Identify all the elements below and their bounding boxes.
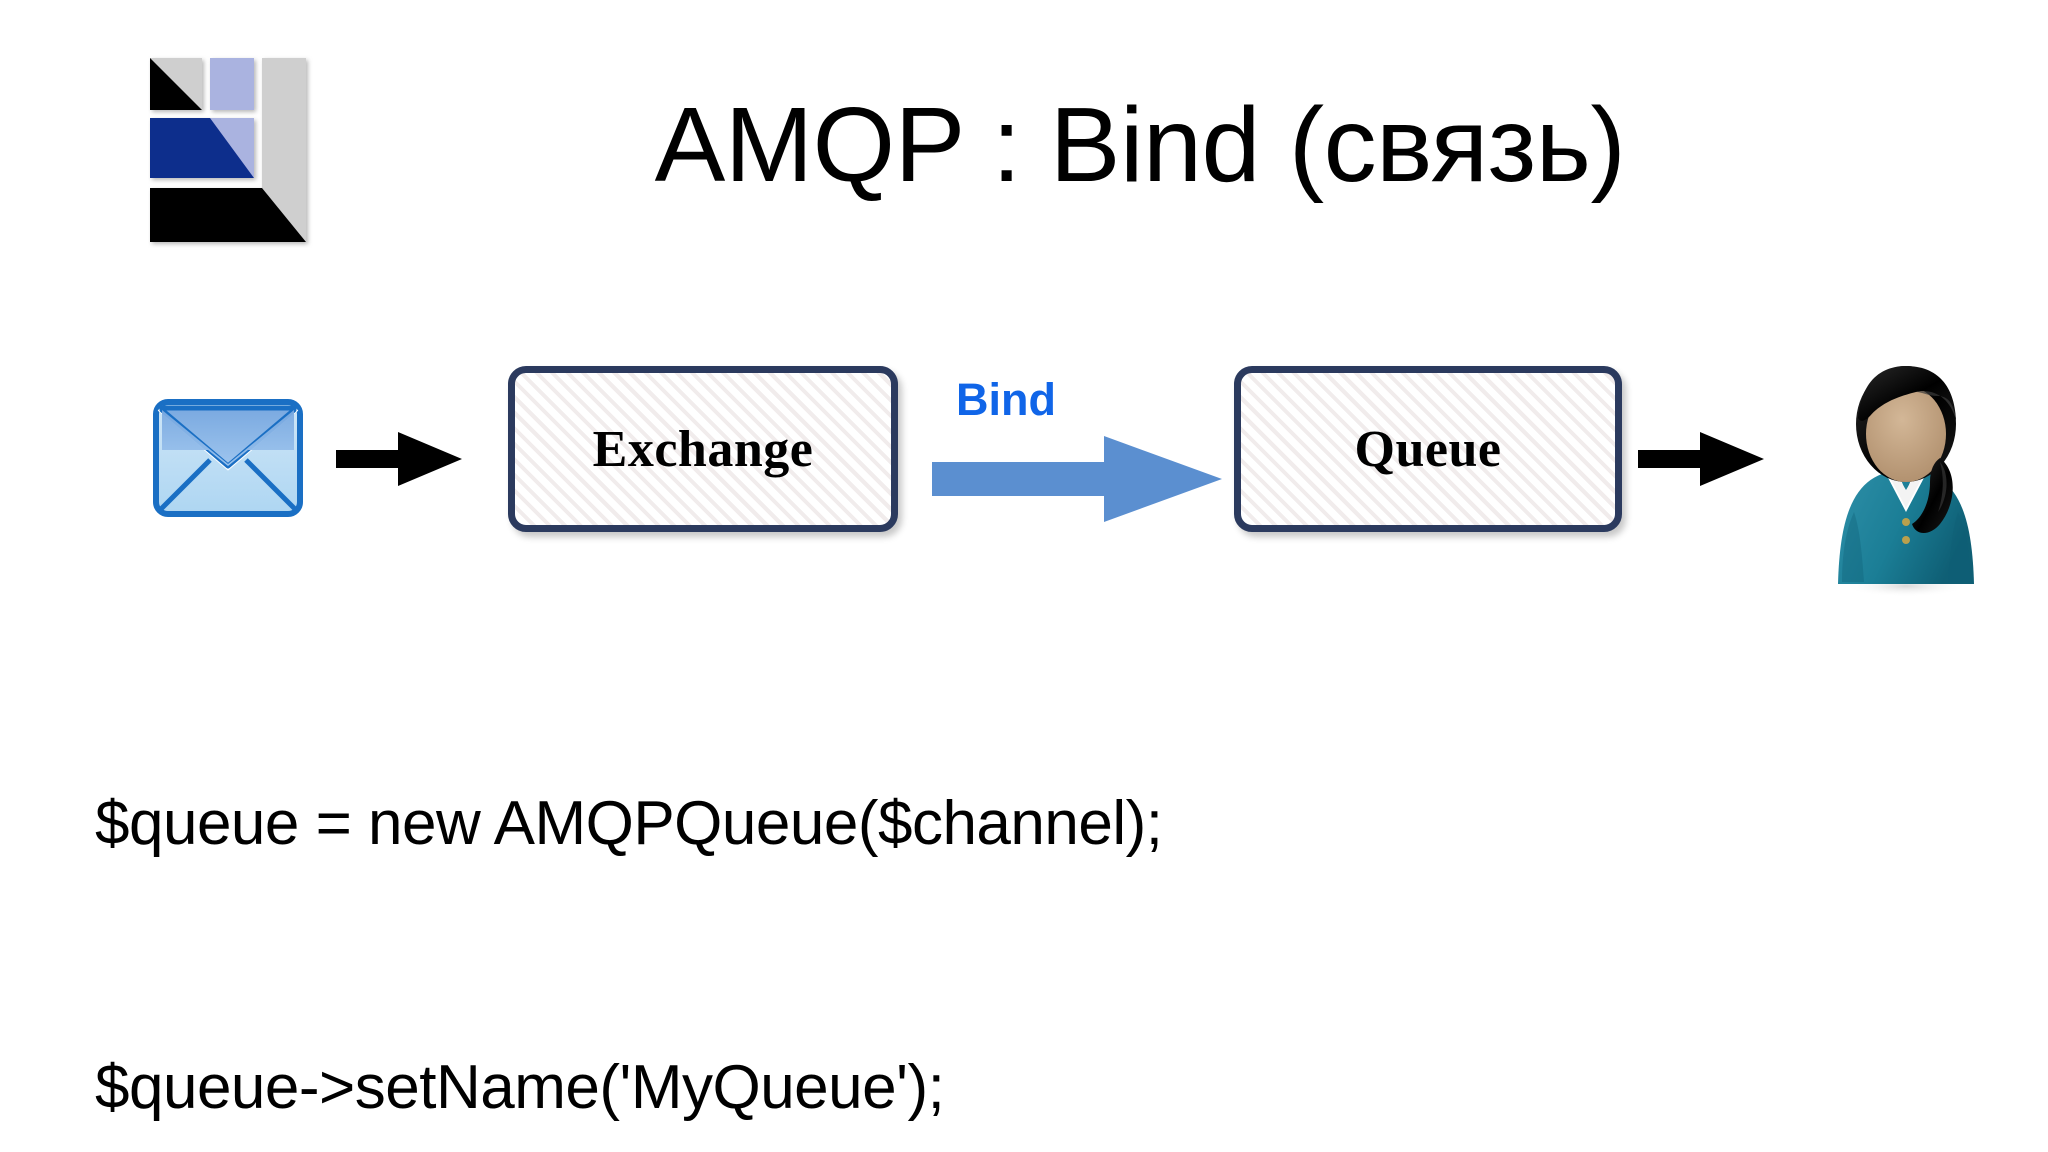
page-title: AMQP : Bind (связь) (654, 86, 1626, 204)
arrow-right-black-icon (1638, 428, 1764, 490)
company-logo (148, 52, 330, 248)
arrow-right-blue-icon (932, 436, 1222, 522)
code-line: $queue->setName('MyQueue'); (95, 1053, 945, 1122)
bind-label: Bind (956, 374, 1056, 425)
code-line: $queue = new AMQPQueue($channel); (95, 789, 1163, 858)
code-block: $queue = new AMQPQueue($channel); $queue… (95, 604, 1163, 1152)
queue-node[interactable]: Queue (1234, 366, 1622, 532)
envelope-icon (152, 398, 304, 518)
exchange-label: Exchange (592, 420, 814, 478)
queue-label: Queue (1354, 420, 1502, 478)
arrow-right-black-icon (336, 428, 462, 490)
exchange-node[interactable]: Exchange (508, 366, 898, 532)
person-icon (1830, 362, 1982, 597)
